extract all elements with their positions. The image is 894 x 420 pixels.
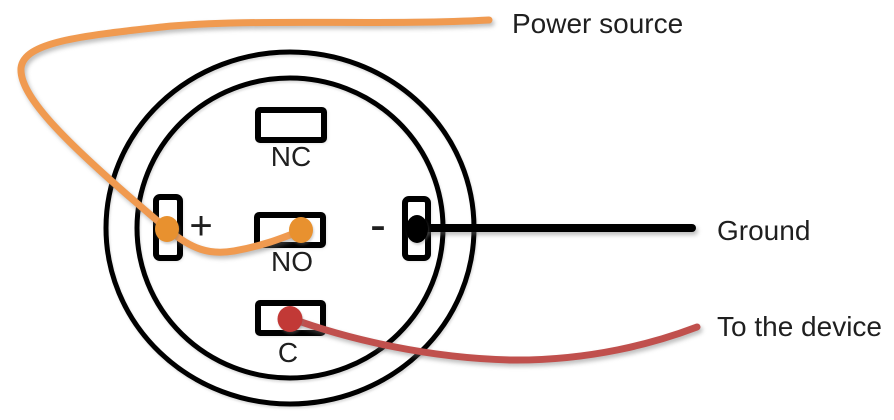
no-terminal-dot: [289, 217, 313, 243]
plus-terminal-dot: [155, 216, 179, 242]
terminal-c-label: C: [278, 337, 298, 368]
terminal-labels: NC NO C + -: [189, 141, 386, 368]
ground-label: Ground: [717, 215, 810, 246]
terminal-nc-label: NC: [271, 141, 311, 172]
c-terminal-dot: [277, 306, 303, 332]
minus-terminal-dot: [406, 215, 428, 243]
wire-labels: Power source Ground To the device: [512, 8, 882, 342]
connection-dots: [155, 215, 428, 332]
device-wire: [286, 314, 701, 364]
terminal-minus-sign: -: [370, 199, 386, 252]
to-the-device-label: To the device: [717, 311, 882, 342]
power-source-label: Power source: [512, 8, 683, 39]
terminal-no-label: NO: [271, 246, 313, 277]
terminal-plus-sign: +: [189, 204, 212, 248]
power-source-wire: [17, 16, 493, 256]
terminal-nc-pad: [255, 107, 327, 143]
